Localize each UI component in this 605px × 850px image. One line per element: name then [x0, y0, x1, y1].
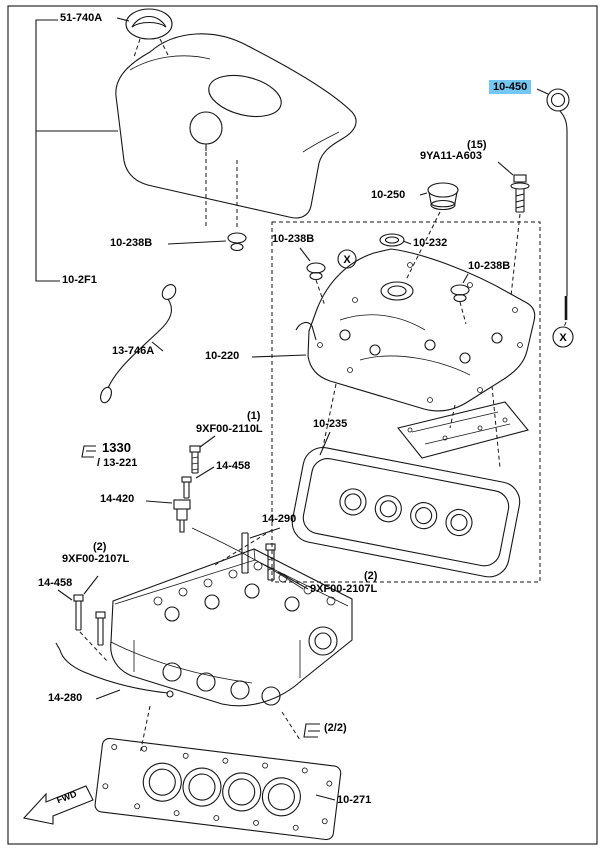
cable-drawing: [100, 284, 177, 404]
dipstick-drawing: [536, 88, 570, 328]
diagram-border: [7, 5, 598, 845]
svg-text:X: X: [559, 332, 567, 344]
sensor-14-420-drawing: [145, 499, 191, 533]
part-qty-9XF00-2107L-right: (2): [364, 570, 378, 582]
part-label-10-450[interactable]: 10-450: [489, 80, 532, 94]
part-label-10-238B-left: 10-238B: [110, 237, 153, 249]
part-label-13-221: / 13-221: [97, 457, 138, 469]
part-label-9YA11-A603: 9YA11-A603: [420, 150, 482, 162]
part-label-10-235: 10-235: [313, 418, 348, 430]
engine-cover-drawing: [115, 33, 357, 230]
part-label-51-740A: 51-740A: [60, 12, 103, 24]
part-label-10-232: 10-232: [413, 237, 448, 249]
svg-text:X: X: [343, 254, 351, 266]
cylinder-head-drawing: [110, 529, 353, 755]
bolts-left-drawing: [57, 575, 109, 663]
clip-icon-1330: [81, 445, 96, 458]
fwd-arrow: FWD: [22, 785, 94, 825]
assembly-dashed-box: [271, 221, 541, 583]
part-label-14-458-left: 14-458: [38, 577, 73, 589]
part-label-9XF00-2110L: 9XF00-2110L: [196, 423, 263, 435]
grommet-mid-drawing: [299, 247, 326, 307]
x-marker-right: X: [552, 326, 574, 348]
grommet-right-drawing: [450, 273, 470, 325]
part-label-10-2F1: 10-2F1: [62, 274, 97, 286]
bolt-9ya11-drawing: [497, 161, 530, 297]
part-label-10-220: 10-220: [205, 350, 240, 362]
bolt-9xf00-2110l-drawing: [189, 435, 216, 474]
pipe-14-280-drawing: [55, 642, 174, 700]
part-qty-9XF00-2110L: (1): [247, 410, 261, 422]
part-label-10-271: 10-271: [337, 794, 372, 806]
x-marker-mid: X: [337, 249, 357, 269]
part-label-10-250: 10-250: [371, 189, 406, 201]
part-label-14-458-top: 14-458: [216, 460, 251, 472]
emblem-drawing: [125, 8, 173, 58]
baffle-plate-drawing: [397, 401, 529, 459]
valve-cover-gasket-drawing: [291, 431, 521, 578]
bolt-14-458-top-drawing: [181, 466, 215, 499]
part-label-9XF00-2107L-left: 9XF00-2107L: [62, 553, 130, 565]
part-label-9XF00-2107L-right: 9XF00-2107L: [310, 583, 378, 595]
part-label-14-280: 14-280: [48, 692, 83, 704]
part-qty-9XF00-2107L-left: (2): [93, 541, 107, 553]
part-label-13-746A: 13-746A: [112, 345, 155, 357]
bolt-9xf00-2107l-right-drawing: [265, 543, 309, 590]
part-label-2-of-2: (2/2): [324, 722, 347, 734]
part-label-10-238B-mid: 10-238B: [272, 233, 315, 245]
part-label-14-290: 14-290: [262, 513, 297, 525]
part-qty-9YA11-A603: (15): [467, 139, 487, 151]
part-label-1330: 1330: [102, 440, 131, 455]
head-gasket-drawing: [94, 737, 342, 841]
fwd-label: FWD: [55, 789, 78, 806]
valve-cover-drawing: [251, 248, 536, 469]
oil-cap-drawing: [405, 182, 459, 281]
seal-10-232-drawing: [379, 233, 412, 247]
part-label-14-420: 14-420: [100, 493, 135, 505]
grommet-left-drawing: [227, 232, 247, 252]
clip-icon-2-2: [303, 723, 320, 738]
part-label-10-238B-right: 10-238B: [468, 260, 511, 272]
leader-lines-left: [35, 17, 227, 282]
